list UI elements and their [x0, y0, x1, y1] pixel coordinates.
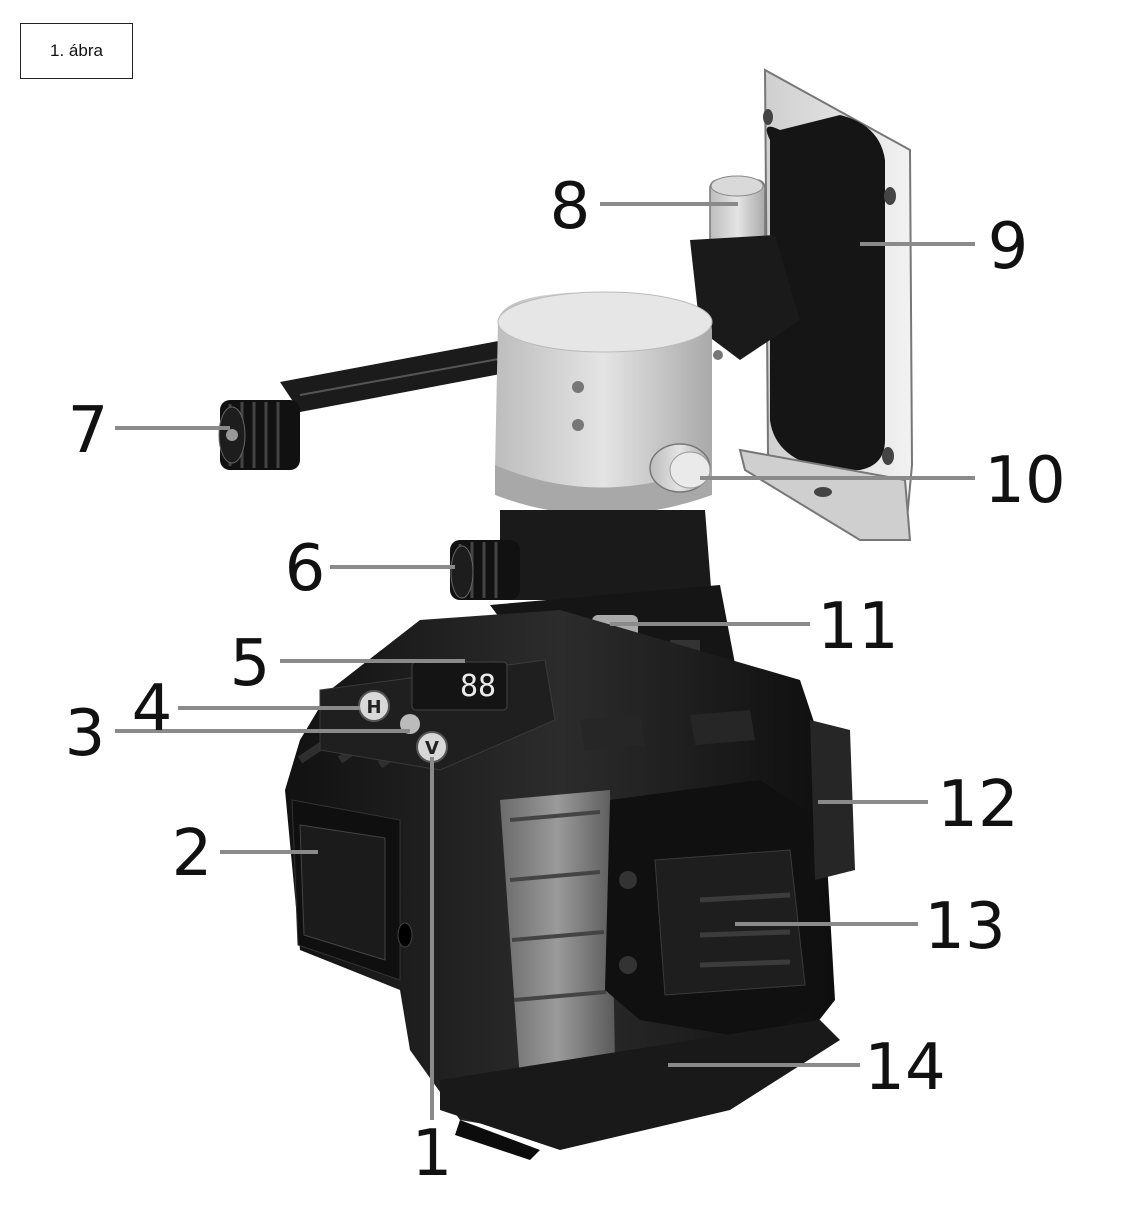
rotating-mount [495, 291, 723, 515]
horizontal-button-label: H [366, 697, 381, 718]
callout-4: 4 [132, 672, 173, 746]
callout-11: 11 [817, 590, 898, 664]
callout-12: 12 [937, 768, 1018, 842]
vertical-button-label: V [425, 738, 439, 759]
slide-mount [450, 510, 712, 600]
callout-9: 9 [988, 210, 1029, 284]
callout-3: 3 [65, 697, 106, 771]
rotation-knob [649, 443, 711, 493]
callout-7: 7 [68, 394, 109, 468]
display-readout: 88 [460, 669, 496, 704]
leader-lines [115, 202, 975, 1120]
callout-2: 2 [172, 817, 213, 891]
wall-plate [738, 68, 914, 541]
clamp-knob [690, 175, 800, 360]
callout-13: 13 [924, 890, 1005, 964]
callout-14: 14 [864, 1031, 945, 1105]
callout-6: 6 [285, 532, 326, 606]
callout-1: 1 [412, 1117, 453, 1191]
callout-5: 5 [230, 627, 271, 701]
callout-10: 10 [984, 444, 1065, 518]
horizontal-button: H [358, 690, 390, 722]
callout-8: 8 [550, 170, 591, 244]
figure-label: 1. ábra [20, 23, 133, 79]
extension-arm [218, 336, 532, 470]
